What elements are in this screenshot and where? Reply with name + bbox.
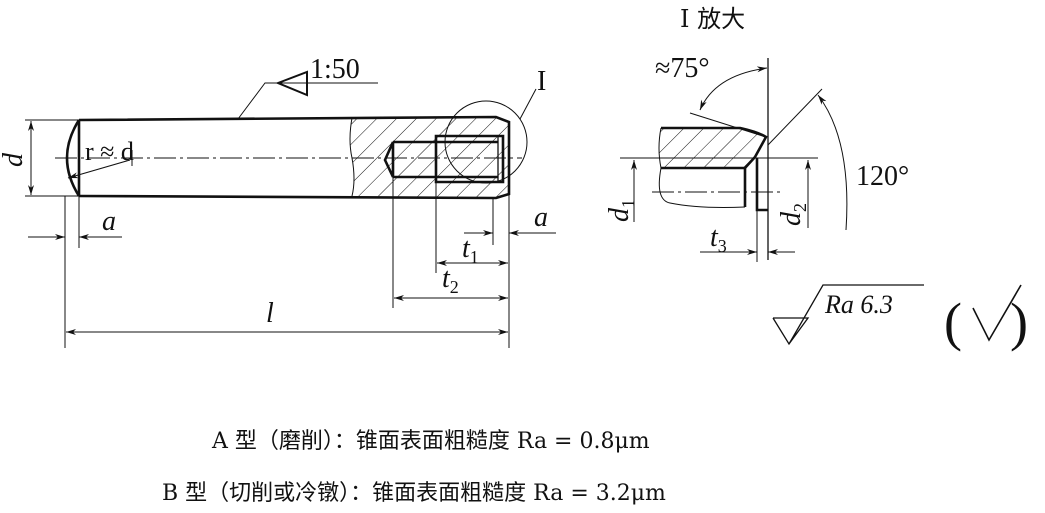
- main-view: I 1:50 d r ≈ d a a t1 t2: [0, 54, 556, 348]
- detail-view: I 放大 ≈75° 120° d1 d2 t3: [604, 5, 909, 262]
- note-type-b: B 型（切削或冷镦）：锥面表面粗糙度 Ra = 3.2μm: [162, 481, 666, 506]
- angle-75-arc: [699, 66, 768, 111]
- note-type-a: A 型（磨削）：锥面表面粗糙度 Ra = 0.8μm: [211, 429, 650, 454]
- dim-t2-label: t2: [442, 263, 459, 297]
- taper-leader: [237, 82, 378, 120]
- dim-t1-label: t1: [462, 233, 479, 267]
- surface-roughness-symbol: Ra 6.3 (): [772, 284, 1028, 352]
- detail-outline: [661, 126, 768, 170]
- dim-d2-label: d2: [776, 203, 810, 226]
- detail-title: I 放大: [680, 5, 745, 33]
- angle-75-label: ≈75°: [655, 53, 710, 84]
- angle-120-label: 120°: [856, 161, 909, 192]
- counterbore: [434, 134, 505, 184]
- taper-triangle-icon: [275, 70, 308, 97]
- detail-marker: I: [537, 66, 546, 97]
- dim-d-label: d: [0, 152, 29, 167]
- roughness-icon: [772, 284, 924, 346]
- dim-a-right-label: a: [534, 202, 548, 233]
- angle-120-arc: [817, 94, 848, 231]
- detail-circle: [444, 100, 528, 184]
- roughness-label: Ra 6.3: [824, 290, 893, 319]
- pin-outline: [78, 115, 511, 200]
- other-surfaces-symbol: (): [944, 292, 1028, 352]
- dim-a-left-label: a: [102, 206, 116, 237]
- dim-t3-label: t3: [710, 222, 727, 256]
- radius-leader: [67, 159, 131, 179]
- check-icon: [972, 284, 1022, 342]
- taper-label: 1:50: [310, 54, 360, 85]
- dim-d1-label: d1: [604, 199, 638, 222]
- dim-l-label: l: [266, 298, 274, 329]
- radius-label: r ≈ d: [85, 137, 134, 166]
